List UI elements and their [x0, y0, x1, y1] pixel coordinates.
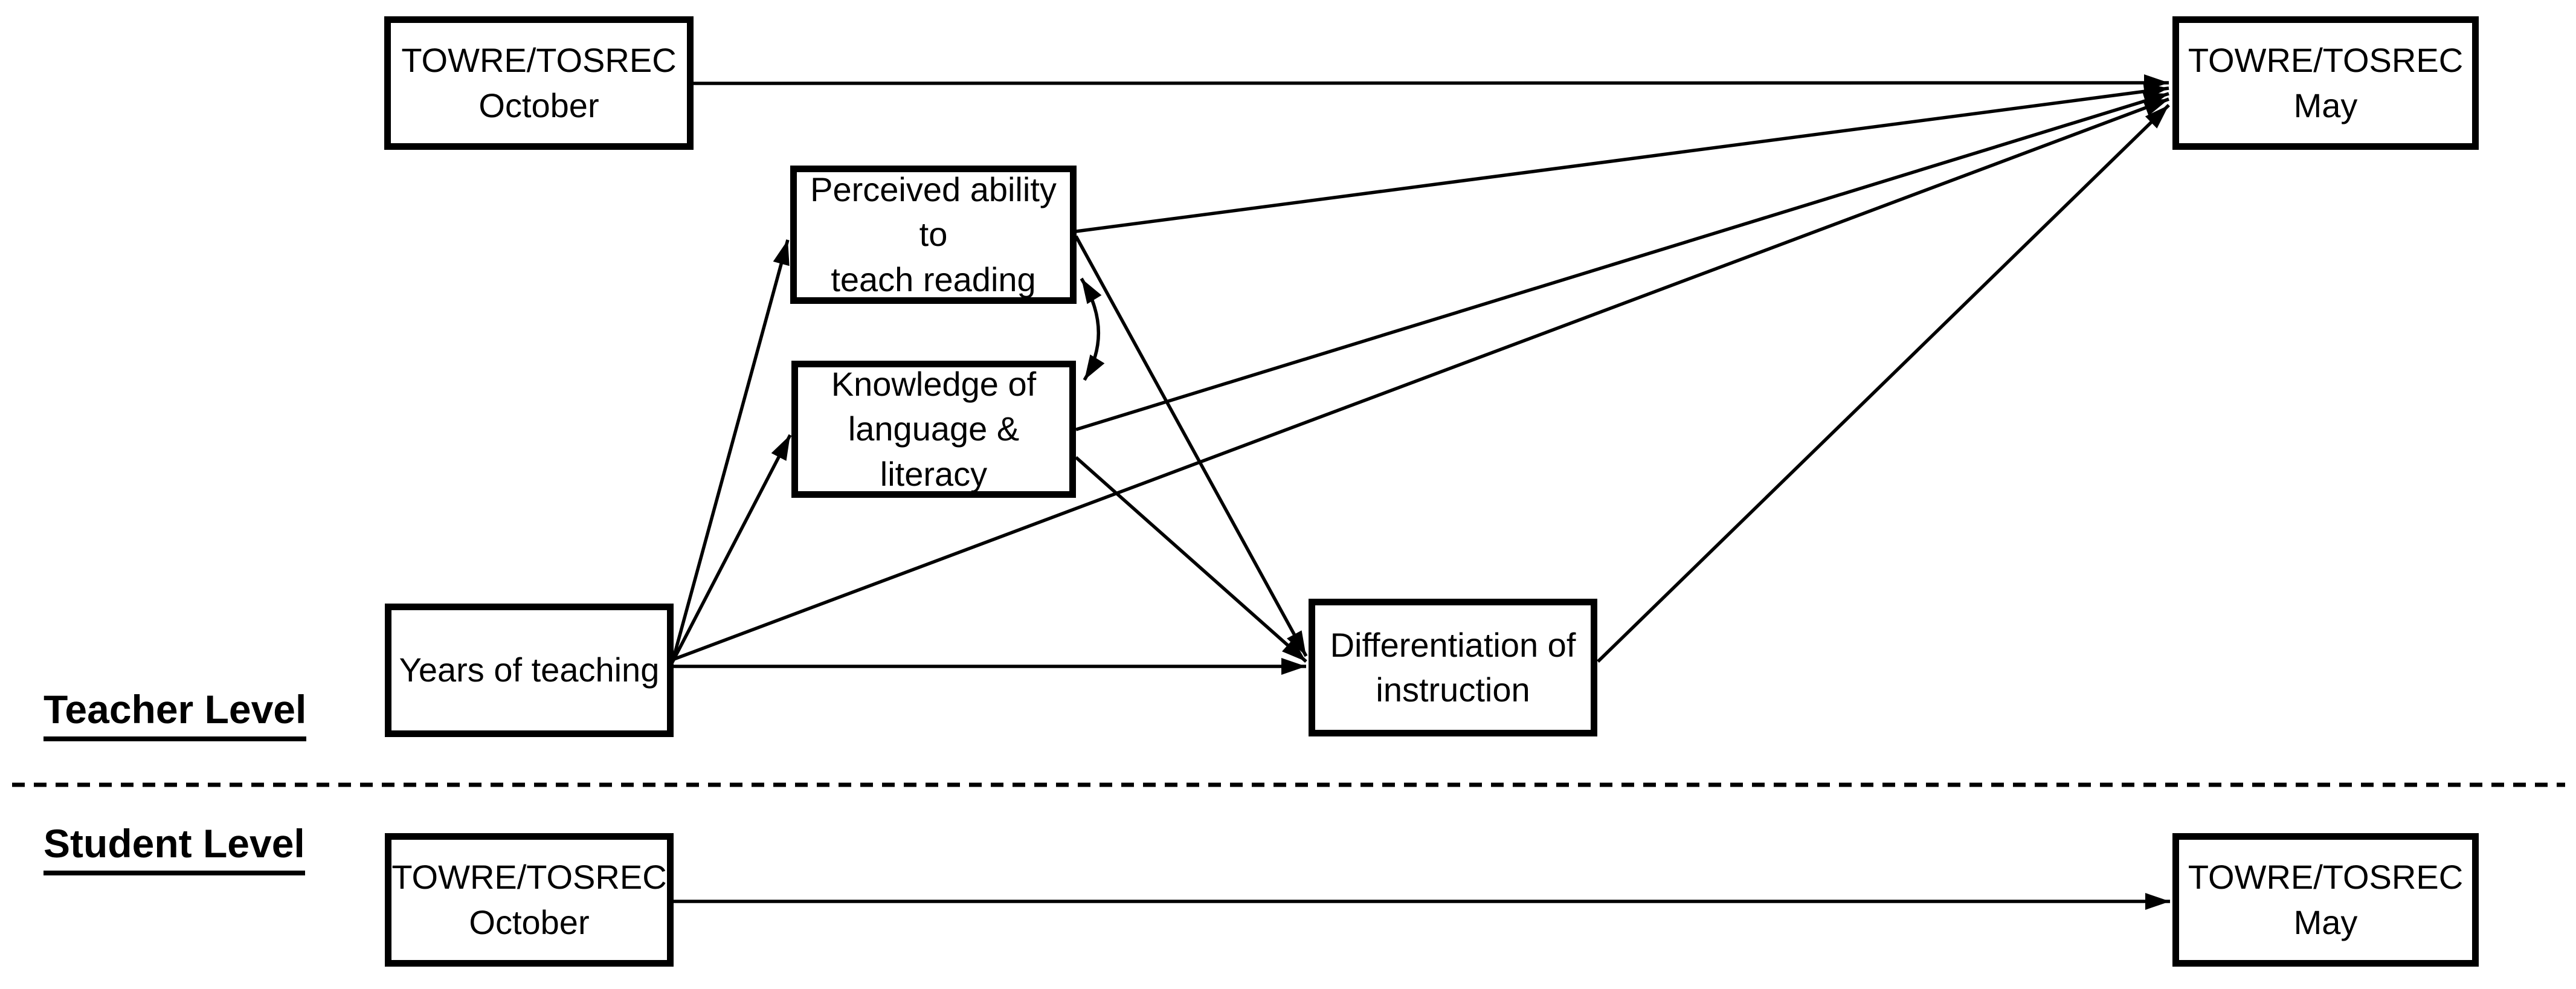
box-student-towre-tosrec-october: TOWRE/TOSREC October [385, 833, 674, 967]
box-text-line: TOWRE/TOSREC [401, 41, 677, 80]
edge-perceived-to-may [1075, 83, 2169, 233]
edge-years-to-perceived [671, 239, 790, 663]
box-teacher-towre-tosrec-october: TOWRE/TOSREC October [384, 16, 694, 150]
box-student-towre-tosrec-may: TOWRE/TOSREC May [2172, 833, 2479, 967]
box-differentiation-of-instruction: Differentiation of instruction [1309, 599, 1597, 736]
box-text-line: October [469, 903, 590, 941]
box-text-line: Knowledge of [831, 364, 1037, 403]
box-text-line: May [2293, 86, 2358, 124]
edge-perceived-knowledge-covariance [1080, 277, 1105, 381]
box-text-line: TOWRE/TOSREC [2188, 858, 2464, 897]
box-text-line: TOWRE/TOSREC [2188, 41, 2464, 80]
box-text-line: Perceived ability to [810, 170, 1057, 254]
box-text-line: language & literacy [848, 410, 1020, 493]
box-text-line: May [2293, 903, 2358, 941]
edge-knowledge-to-differentiation [1075, 456, 1307, 663]
box-knowledge-of-language-and-literacy: Knowledge of language & literacy [791, 361, 1076, 498]
edge-differentiation-to-may [1597, 104, 2170, 663]
box-text-line: October [478, 86, 599, 124]
box-text-line: TOWRE/TOSREC [391, 858, 667, 897]
edge-years-to-knowledge [671, 434, 792, 663]
edge-perceived-to-differentiation [1074, 235, 1308, 657]
box-text-line: instruction [1376, 671, 1530, 709]
student-level-label: Student Level [43, 820, 305, 875]
teacher-level-label: Teacher Level [43, 686, 307, 741]
box-text-line: Years of teaching [399, 651, 660, 689]
edge-years-to-may [672, 97, 2169, 662]
box-years-of-teaching: Years of teaching [385, 604, 674, 737]
box-perceived-ability-to-teach-reading: Perceived ability to teach reading [790, 166, 1077, 304]
box-text-line: Differentiation of [1330, 625, 1576, 664]
box-teacher-towre-tosrec-may: TOWRE/TOSREC May [2172, 16, 2479, 150]
box-text-line: teach reading [831, 260, 1036, 298]
edge-knowledge-to-may [1075, 92, 2169, 431]
